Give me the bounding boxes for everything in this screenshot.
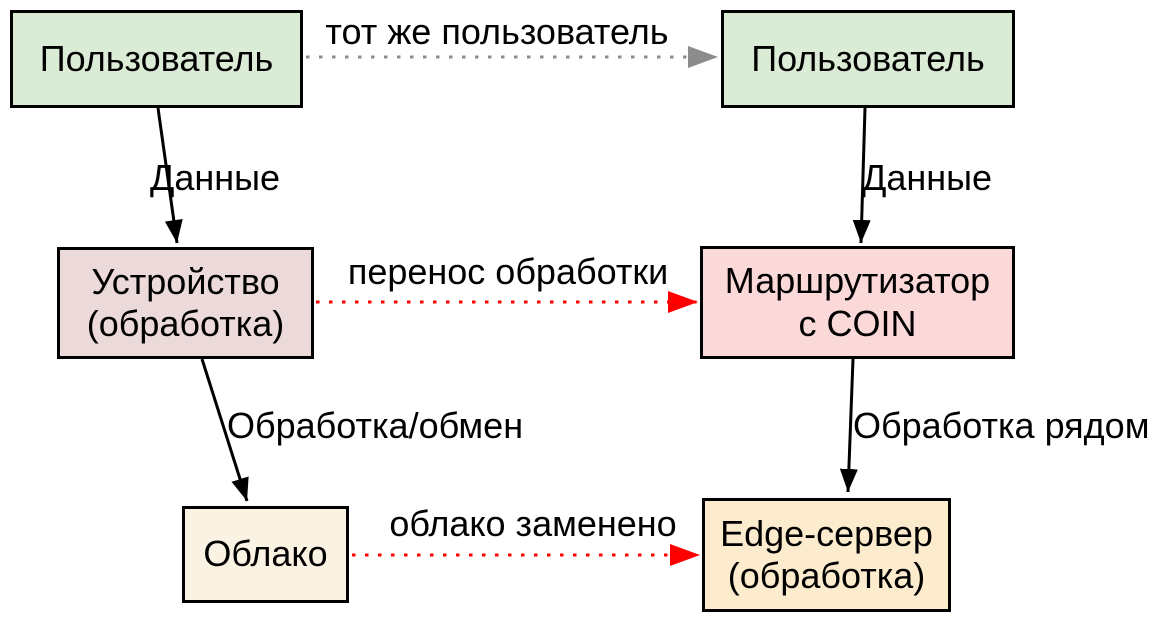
- edge-label-data-right: Данные: [862, 157, 993, 198]
- node-label: (обработка): [727, 555, 926, 596]
- node-label: Пользователь: [39, 37, 274, 79]
- edge-label-nearby: Обработка рядом: [853, 405, 1150, 446]
- edge-data-left: [156, 107, 183, 244]
- edge-label-transfer: перенос обработки: [347, 251, 669, 292]
- edge-nearby: [839, 358, 858, 493]
- edge-data-right: [852, 107, 871, 244]
- node-label: Пользователь: [751, 37, 985, 79]
- node-device: Устройство (обработка): [57, 247, 314, 359]
- edge-label-replaced: облако заменено: [389, 503, 677, 544]
- node-user-right: Пользователь: [721, 10, 1015, 108]
- node-router-coin: Маршрутизатор с COIN: [700, 246, 1015, 359]
- node-label: Маршрутизатор: [724, 260, 991, 302]
- node-label: Облако: [203, 533, 328, 575]
- edge-label-data-left: Данные: [150, 157, 281, 198]
- node-label: (обработка): [86, 303, 285, 344]
- edge-label-same-user: тот же пользователь: [325, 11, 669, 52]
- node-edge-server: Edge-сервер (обработка): [702, 498, 951, 612]
- edge-exchange: [200, 358, 249, 502]
- edge-label-exchange: Обработка/обмен: [227, 405, 524, 446]
- node-user-left: Пользователь: [10, 10, 303, 108]
- node-label: с COIN: [798, 302, 917, 344]
- node-label: Устройство: [91, 260, 280, 302]
- node-cloud: Облако: [182, 506, 349, 603]
- node-label: Edge-сервер: [720, 512, 933, 554]
